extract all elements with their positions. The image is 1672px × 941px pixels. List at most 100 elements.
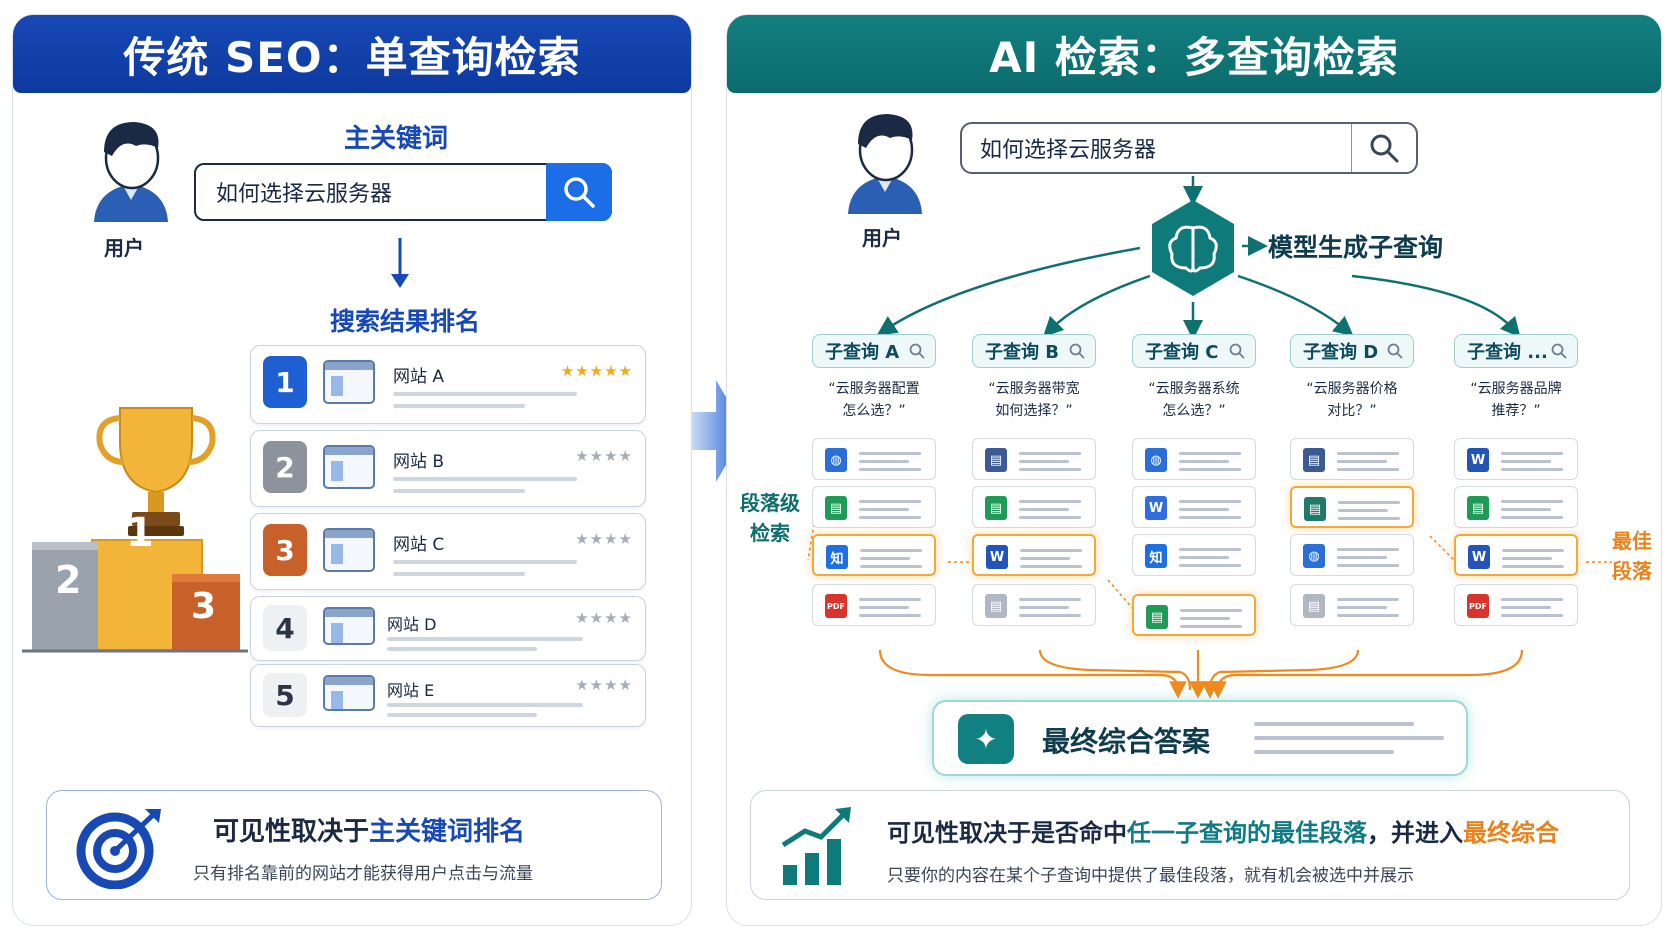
passage-card[interactable]: ▤ — [972, 584, 1096, 626]
passage-card[interactable]: PDF — [812, 584, 936, 626]
zhi-icon: 知 — [1145, 544, 1167, 568]
search-icon — [1370, 134, 1399, 163]
subquery-title: 子查询 A — [825, 342, 900, 363]
word-icon: W — [1467, 448, 1489, 472]
subquery-header[interactable]: 子查询 B — [972, 334, 1096, 368]
best-passage-line1: 最佳 — [1612, 529, 1652, 553]
result-row-4[interactable]: 4 网站 D ★★★★ — [250, 596, 646, 661]
subquery-title: 子查询 D — [1303, 342, 1379, 363]
subquery-line: “云服务器品牌 — [1470, 381, 1562, 397]
left-search-button[interactable] — [546, 163, 612, 221]
best-passage-card[interactable]: W — [972, 534, 1096, 576]
final-answer-card[interactable]: ✦ 最终综合答案 — [932, 700, 1468, 776]
rating-stars: ★★★★ — [575, 530, 633, 548]
left-conclusion-pre: 可见性取决于 — [213, 817, 370, 847]
subquery-text: “云服务器配置怎么选？” — [799, 378, 949, 422]
rating-stars: ★★★★ — [575, 609, 633, 627]
best-passage-card[interactable]: W — [1454, 534, 1578, 576]
webpage-icon — [323, 360, 375, 404]
right-search-input[interactable]: 如何选择云服务器 — [960, 122, 1418, 174]
right-search-button[interactable] — [1351, 124, 1416, 172]
search-icon — [1551, 343, 1567, 359]
sparkle-icon: ✦ — [958, 714, 1014, 764]
subquery-line: 对比？” — [1327, 403, 1377, 419]
left-search-input[interactable]: 如何选择云服务器 — [194, 163, 612, 221]
podium-1: 1 — [126, 510, 154, 556]
down-arrow-icon — [391, 238, 409, 288]
right-conclusion-pre: 可见性取决于是否命中 — [887, 819, 1127, 847]
site-name: 网站 E — [387, 681, 435, 700]
right-user-label: 用户 — [862, 226, 902, 250]
result-row-3[interactable]: 3 网站 C ★★★★ — [250, 513, 646, 590]
sheet-icon: ▤ — [1146, 605, 1168, 629]
passage-card[interactable]: W — [1454, 438, 1578, 480]
subquery-text: “云服务器系统怎么选？” — [1119, 378, 1269, 422]
search-icon — [564, 177, 595, 208]
right-conclusion-sub: 只要你的内容在某个子查询中提供了最佳段落，就有机会被选中并展示 — [887, 866, 1414, 886]
user-avatar-icon — [94, 122, 168, 222]
user-avatar-icon — [848, 114, 922, 214]
subquery-header[interactable]: 子查询 ... — [1454, 334, 1578, 368]
doc-icon: ▤ — [1303, 448, 1325, 472]
doc-icon: ▤ — [1303, 594, 1325, 618]
site-name: 网站 D — [387, 615, 437, 634]
passage-retrieval-label: 段落级 检索 — [740, 488, 800, 548]
transition-arrow-icon — [692, 380, 746, 482]
passage-card[interactable]: ▤ — [972, 438, 1096, 480]
globe-icon: ◍ — [825, 448, 847, 472]
word-icon: W — [1468, 545, 1490, 569]
passage-card[interactable]: ▤ — [812, 486, 936, 528]
main-keyword-label: 主关键词 — [344, 124, 449, 154]
best-passage-label: 最佳 段落 — [1612, 526, 1652, 586]
subquery-header[interactable]: 子查询 A — [812, 334, 936, 368]
passage-card[interactable]: ▤ — [972, 486, 1096, 528]
subquery-text: “云服务器品牌推荐？” — [1441, 378, 1591, 422]
best-passage-card[interactable]: ▤ — [1290, 486, 1414, 528]
passage-card[interactable]: ▤ — [1290, 584, 1414, 626]
site-name: 网站 C — [393, 535, 445, 555]
ai-brain-icon — [1152, 200, 1234, 296]
right-conclusion-card: 可见性取决于是否命中任一子查询的最佳段落，并进入最终综合 只要你的内容在某个子查… — [750, 790, 1630, 900]
passage-card[interactable]: ▤ — [1454, 486, 1578, 528]
search-icon — [1387, 343, 1403, 359]
rank-badge: 4 — [263, 605, 307, 651]
subquery-header[interactable]: 子查询 D — [1290, 334, 1414, 368]
subquery-text: “云服务器带宽如何选择？” — [959, 378, 1109, 422]
left-conclusion-highlight: 主关键词排名 — [369, 817, 526, 847]
podium-2: 2 — [55, 558, 82, 602]
webpage-icon — [323, 675, 375, 711]
passage-card[interactable]: 知 — [1132, 534, 1256, 576]
best-passage-card[interactable]: 知 — [812, 534, 936, 576]
subquery-line: “云服务器带宽 — [988, 381, 1080, 397]
zhi-icon: 知 — [826, 545, 848, 569]
subquery-header[interactable]: 子查询 C — [1132, 334, 1256, 368]
passage-card[interactable]: W — [1132, 486, 1256, 528]
passage-card[interactable]: ◍ — [812, 438, 936, 480]
result-row-2[interactable]: 2 网站 B ★★★★ — [250, 430, 646, 507]
subquery-line: 怎么选？” — [842, 403, 906, 419]
rank-badge: 5 — [263, 673, 307, 717]
word-icon: W — [986, 545, 1008, 569]
passage-card[interactable]: ▤ — [1290, 438, 1414, 480]
passage-card[interactable]: ◍ — [1132, 438, 1256, 480]
right-banner: AI 检索：多查询检索 — [727, 15, 1661, 93]
result-row-5[interactable]: 5 网站 E ★★★★ — [250, 664, 646, 727]
webpage-icon — [323, 607, 375, 645]
model-label: 模型生成子查询 — [1268, 233, 1444, 262]
best-passage-card[interactable]: ▤ — [1132, 594, 1256, 636]
left-conclusion-card: 可见性取决于主关键词排名 只有排名靠前的网站才能获得用户点击与流量 — [46, 790, 662, 900]
site-name: 网站 A — [393, 367, 445, 387]
right-conclusion-mid: ，并进入 — [1367, 819, 1463, 847]
subquery-line: “云服务器配置 — [828, 381, 920, 397]
left-banner: 传统 SEO：单查询检索 — [13, 15, 691, 93]
left-user-label: 用户 — [104, 236, 144, 260]
subquery-line: “云服务器价格 — [1306, 381, 1398, 397]
doc-icon: ▤ — [985, 594, 1007, 618]
doc-icon: ▤ — [1304, 497, 1326, 521]
result-row-1[interactable]: 1 网站 A ★★★★★ — [250, 345, 646, 424]
subquery-title: 子查询 ... — [1467, 342, 1548, 363]
passage-card[interactable]: PDF — [1454, 584, 1578, 626]
passage-card[interactable]: ◍ — [1290, 534, 1414, 576]
rank-badge: 3 — [263, 524, 307, 576]
